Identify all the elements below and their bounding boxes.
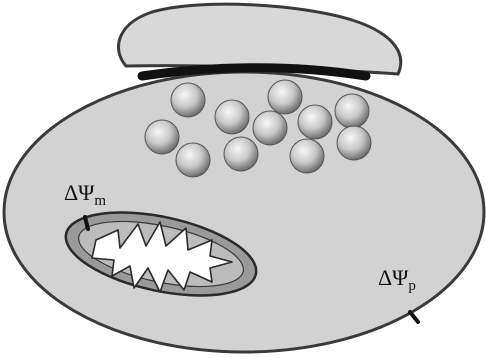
vesicle bbox=[145, 120, 179, 154]
vesicle bbox=[290, 139, 324, 173]
plasma-potential-subscript: p bbox=[408, 278, 416, 294]
mito-potential-symbol: ΔΨ bbox=[64, 180, 95, 205]
plasma-potential-symbol: ΔΨ bbox=[378, 265, 409, 290]
vesicle bbox=[253, 111, 287, 145]
vesicle bbox=[298, 105, 332, 139]
mito-potential-subscript: m bbox=[94, 193, 106, 209]
vesicle bbox=[215, 100, 249, 134]
vesicle bbox=[171, 83, 205, 117]
vesicle bbox=[337, 126, 371, 160]
vesicle bbox=[268, 80, 302, 114]
vesicle bbox=[176, 143, 210, 177]
vesicle bbox=[335, 94, 369, 128]
vesicle bbox=[224, 137, 258, 171]
plasma-potential-marker bbox=[410, 312, 418, 322]
